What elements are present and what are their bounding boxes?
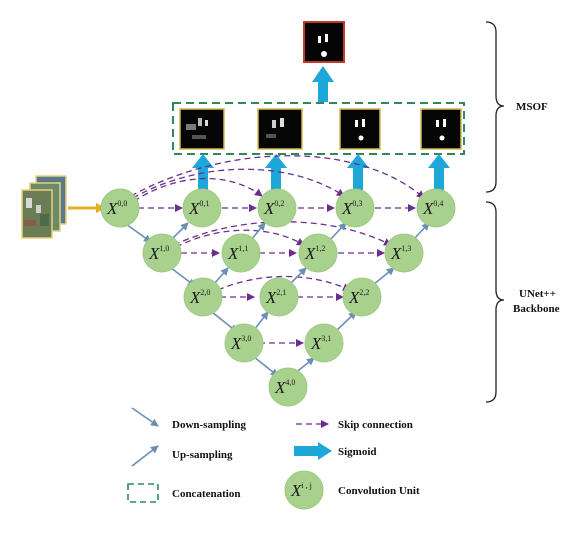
node-circle [335,188,375,228]
legend-concat-label: Concatenation [172,488,240,500]
sigmoid-arrows [192,154,450,194]
node-x-0-4: X0,4 [416,188,456,228]
node-x-2-2: X2,2 [342,277,382,317]
legend-up-label: Up-sampling [172,449,233,461]
node-label: X0,1 [188,199,209,218]
node-circle [304,323,344,363]
legend-down-arrow [131,407,159,427]
node-x-1-2: X1,2 [298,233,338,273]
node-label: X3,1 [310,334,331,353]
node-x-0-2: X0,2 [257,188,297,228]
node-label: X4,0 [274,378,295,397]
node-label: X2,0 [189,288,210,307]
node-circle [259,277,299,317]
node-circle [224,323,264,363]
node-x-3-1: X3,1 [304,323,344,363]
legend-sigmoid-arrow [294,446,318,456]
node-circle [384,233,424,273]
msof-thumbnail-4 [420,108,462,150]
node-x-0-0: X0,0 [100,188,140,228]
node-circle [100,188,140,228]
legend-conv-node [284,470,324,510]
node-x-1-0: X1,0 [142,233,182,273]
node-circle [183,277,223,317]
legend-sigmoid-label: Sigmoid [338,446,377,458]
msof-brace [485,21,505,193]
node-circle [257,188,297,228]
node-x-2-0: X2,0 [183,277,223,317]
node-label: X1,0 [148,244,169,263]
node-label: X1,1 [227,244,248,263]
node-label: X0,0 [106,199,127,218]
node-label: X1,3 [390,244,411,263]
legend-conv-symbol: Xi , j [290,481,312,500]
skip-connections [130,155,425,347]
legend-conv-label: Convolution Unit [338,485,420,497]
output-image [303,21,345,63]
node-circle [142,233,182,273]
sigmoid-output-arrow [312,66,334,102]
msof-thumbnail-3 [339,108,381,150]
node-label: X3,0 [230,334,251,353]
backbone-label-line2: Backbone [513,303,560,315]
backbone-brace [485,201,505,403]
msof-thumbnail-2 [257,108,303,150]
legend-up-arrow [131,445,159,467]
node-label: X1,2 [304,244,325,263]
msof-label: MSOF [516,101,548,113]
node-label: X2,2 [348,288,369,307]
node-circle [268,367,308,407]
backbone-label-line1: UNet++ [519,288,556,300]
node-x-1-1: X1,1 [221,233,261,273]
node-label: X2,1 [265,288,286,307]
concatenation-box [172,102,465,155]
node-x-3-0: X3,0 [224,323,264,363]
node-x-4-0: X4,0 [268,367,308,407]
node-x-2-1: X2,1 [259,277,299,317]
legend: Down-sampling Up-sampling Skip connectio… [127,407,420,510]
msof-thumbnail-1 [179,108,225,150]
node-circle [298,233,338,273]
node-label: X0,4 [422,199,443,218]
node-circle [221,233,261,273]
node-x-1-3: X1,3 [384,233,424,273]
node-label: X0,3 [341,199,362,218]
legend-skip-label: Skip connection [338,419,413,431]
node-circle [342,277,382,317]
node-circle [182,188,222,228]
input-image-stack [21,175,67,239]
node-x-0-1: X0,1 [182,188,222,228]
legend-concat-box [127,483,159,503]
legend-down-label: Down-sampling [172,419,246,431]
node-x-0-3: X0,3 [335,188,375,228]
nodes-layer: X0,0 X0,1 X0,2 X0,3 X0,4X1,0 X1,1 X1,2 X1,3X2,0… [100,188,456,407]
node-circle [416,188,456,228]
node-label: X0,2 [263,199,284,218]
